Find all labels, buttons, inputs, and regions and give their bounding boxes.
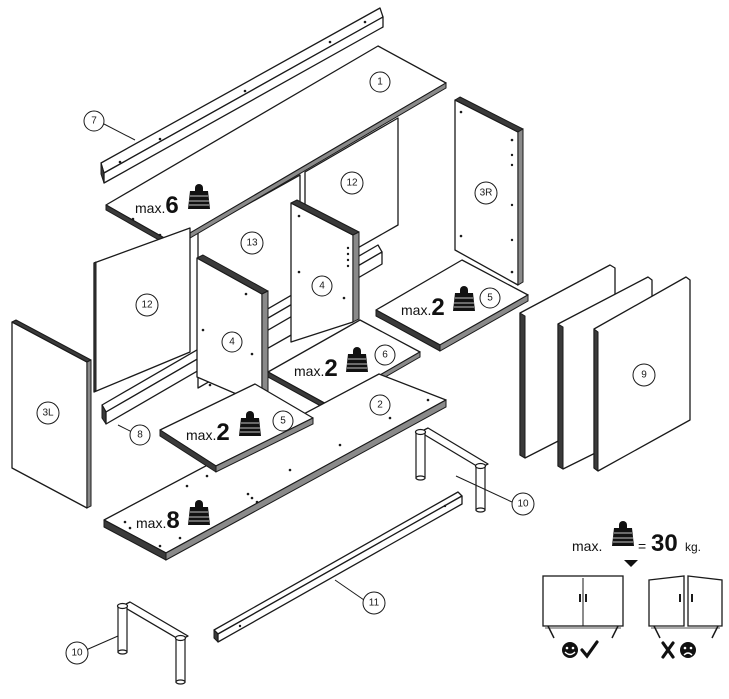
load-limit-shelf-middle: max.2 [294,346,369,382]
part-7-rail [100,7,384,184]
callout-4-back: 4 [311,275,333,297]
arrow-down-icon [624,560,638,567]
cross-frown-icon [661,641,696,659]
callout-5-left: 5 [272,410,294,432]
correct-door-example [542,575,624,639]
callout-10-upper: 10 [511,492,535,516]
callout-10-lower-label: 10 [71,648,83,659]
callout-4-front: 4 [221,331,243,353]
callout-13: 13 [240,231,264,255]
callout-4-back-label: 4 [319,281,325,292]
load-limit-shelf-middle-value: 2 [324,355,337,382]
callout-10-upper-label: 10 [517,499,529,510]
load-limit-shelf-middle-prefix: max. [294,363,324,379]
callout-1-label: 1 [377,77,383,88]
load-limit-bottom-prefix: max. [136,515,166,531]
part-4-divider-front [196,254,269,406]
svg-text:max.8: max.8 [136,507,180,534]
weight-legend-unit: kg. [685,540,701,554]
load-limit-bottom-value: 8 [166,507,179,534]
part-9-doors [519,264,691,472]
callout-9-label: 9 [641,370,647,381]
callout-12-right: 12 [340,171,364,195]
load-limit-shelf-left-prefix: max. [186,427,216,443]
callout-8: 8 [129,424,151,446]
callout-5-left-label: 5 [280,416,286,427]
callout-1: 1 [369,71,391,93]
callout-8-label: 8 [137,430,143,441]
part-4-divider-back [290,199,360,343]
svg-text:max.6: max.6 [135,192,179,219]
load-limit-shelf-left: max.2 [186,410,262,446]
svg-text:max.2: max.2 [294,355,338,382]
incorrect-door-example [648,575,723,639]
callout-10-lower: 10 [65,641,89,665]
callout-6: 6 [374,344,396,366]
load-limit-shelf-right: max.2 [401,285,476,321]
part-10-leg-frame-upper [414,427,489,513]
callout-11-label: 11 [369,598,380,609]
callout-7: 7 [83,110,105,132]
callout-13-label: 13 [246,238,258,249]
callout-9: 9 [632,363,656,387]
callout-3r-label: 3R [480,188,493,199]
load-limit-shelf-right-prefix: max. [401,302,431,318]
smiley-check-icon [562,640,599,659]
weight-legend-value: 30 [651,530,678,557]
load-limit-shelf-left-value: 2 [216,419,229,446]
weight-legend: max. = 30 kg. [572,520,701,567]
load-limit-bottom: max.8 [136,499,211,534]
callout-11: 11 [362,591,386,615]
leader-lines [85,123,513,651]
part-5-shelf-left [159,383,314,473]
callout-5-right: 5 [479,287,501,309]
weight-legend-prefix: max. [572,538,602,554]
callout-3l-label: 3L [42,408,54,419]
callout-12-left-label: 12 [141,300,153,311]
part-11-rail [213,491,463,643]
callout-2-label: 2 [377,400,383,411]
callout-6-label: 6 [382,350,388,361]
callout-7-label: 7 [91,116,97,127]
load-limit-shelf-right-value: 2 [431,294,444,321]
callout-5-right-label: 5 [487,293,493,304]
callout-12-right-label: 12 [346,178,358,189]
part-5-shelf-right [375,259,529,352]
callout-3r: 3R [474,181,498,205]
callout-2: 2 [369,394,391,416]
callout-3l: 3L [36,401,60,425]
svg-text:max.2: max.2 [186,419,230,446]
part-10-leg-frame-lower [116,601,189,685]
weight-legend-equals: = [638,538,646,554]
svg-text:max.2: max.2 [401,294,445,321]
load-limit-top-prefix: max. [135,200,165,216]
weight-icon [611,520,635,547]
load-limit-top: max.6 [135,183,211,219]
callout-12-left: 12 [135,293,159,317]
load-limit-top-value: 6 [165,192,178,219]
callout-4-front-label: 4 [229,337,235,348]
